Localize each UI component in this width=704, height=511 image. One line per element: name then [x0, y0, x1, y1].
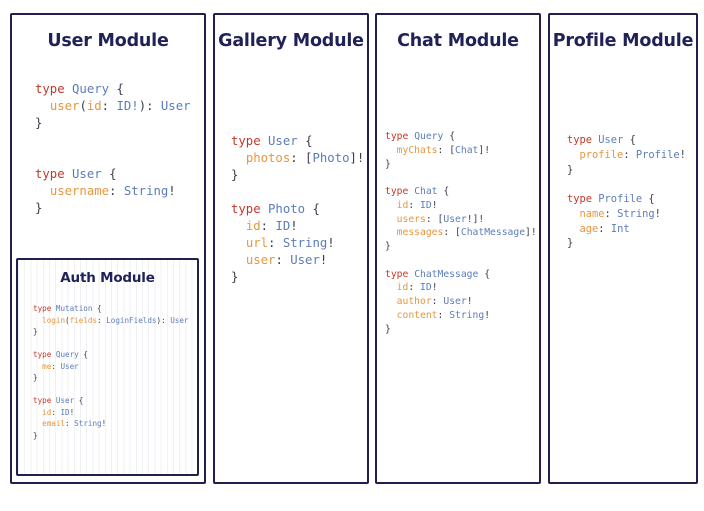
- module-title-gallery: Gallery Module: [218, 31, 364, 51]
- module-panel-user: User Module type Query { user(id: ID!): …: [10, 13, 206, 484]
- schema-code-gallery: type User { photos: [Photo]! } type Phot…: [231, 134, 365, 284]
- module-title-profile: Profile Module: [552, 31, 694, 51]
- module-panel-profile: Profile Module type User { profile: Prof…: [548, 13, 698, 484]
- module-panel-gallery: Gallery Module type User { photos: [Phot…: [213, 13, 369, 484]
- schema-code-profile: type User { profile: Profile! } type Pro…: [567, 134, 686, 250]
- module-panel-auth: Auth Module type Mutation { login(fields…: [16, 258, 199, 476]
- schema-code-chat: type Query { myChats: [Chat]! } type Cha…: [385, 131, 537, 335]
- schema-code-user: type Query { user(id: ID!): User } type …: [35, 82, 191, 215]
- module-panel-chat: Chat Module type Query { myChats: [Chat]…: [375, 13, 541, 484]
- module-title-user: User Module: [47, 31, 169, 51]
- schema-code-auth: type Mutation { login(fields: LoginField…: [33, 304, 189, 440]
- module-title-auth: Auth Module: [60, 270, 155, 286]
- module-title-chat: Chat Module: [397, 31, 519, 51]
